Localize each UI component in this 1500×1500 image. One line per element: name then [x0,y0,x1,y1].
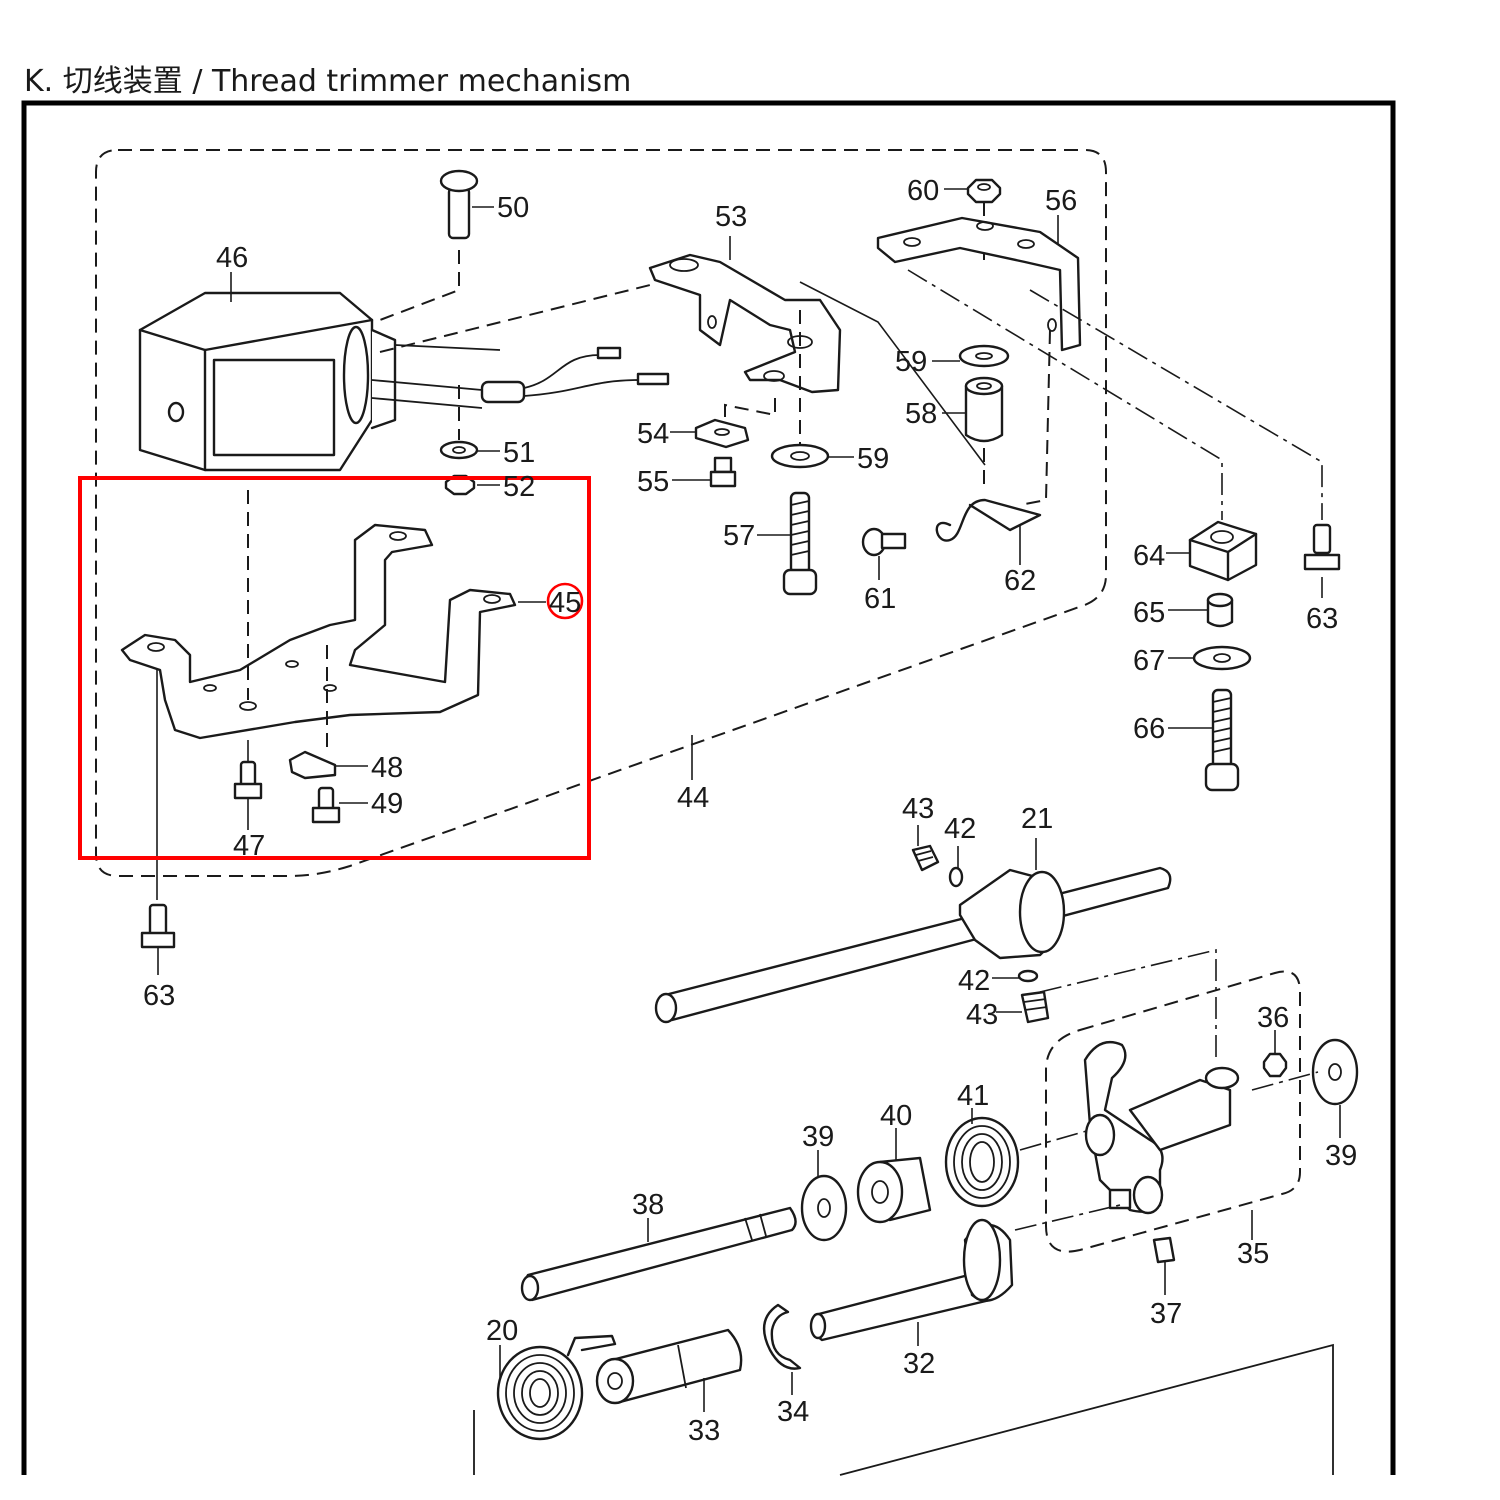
bushing-65 [1168,592,1234,628]
label-41: 41 [957,1080,989,1112]
bolt-57 [757,491,818,596]
label-46: 46 [216,242,248,274]
assembly-35-outline [1045,970,1301,1253]
label-48: 48 [371,752,403,784]
washer-59-lower [770,443,854,469]
title-chinese: 切线装置 [62,64,183,99]
label-21: 21 [1021,803,1053,835]
arm-assembly-35 [1083,1040,1253,1240]
label-42-top: 42 [944,813,976,845]
screw-61 [861,527,907,580]
washer-39-right [1251,1038,1359,1138]
washer-51-nut-52 [439,385,500,496]
ering-34 [762,1303,802,1395]
spacer-58 [942,376,1004,485]
label-40: 40 [880,1100,912,1132]
label-50: 50 [497,192,529,224]
label-52: 52 [503,471,535,503]
label-59-upper: 59 [895,346,927,378]
plate-54-screw-55 [670,418,750,488]
page-title: K. 切线装置 / Thread trimmer mechanism [24,56,631,100]
sleeve-33 [595,1328,743,1412]
highlight-circle-45 [546,582,584,620]
label-44: 44 [677,782,709,814]
label-64: 64 [1133,540,1165,572]
washer-39-left [800,1150,848,1242]
setscrew-43-top [911,825,940,872]
screw-49 [311,786,368,824]
label-45: 45 [549,587,581,619]
bracket-56 [876,215,1082,352]
label-33: 33 [688,1415,720,1447]
washer-67 [1168,645,1252,671]
label-61: 61 [864,583,896,615]
ring-42-bottom [992,969,1039,983]
label-51: 51 [503,437,535,469]
label-58: 58 [905,398,937,430]
ring-42-top [948,846,964,888]
label-59-lower: 59 [857,443,889,475]
label-47: 47 [233,830,265,862]
label-43-top: 43 [902,793,934,825]
block-64 [907,269,1258,582]
setscrew-37 [1152,1236,1176,1295]
spring-62 [935,329,1051,565]
label-67: 67 [1133,645,1165,677]
label-43-bottom: 43 [966,999,998,1031]
bushing-40 [856,1128,932,1224]
nut-36 [1262,1030,1288,1078]
label-63-right: 63 [1306,603,1338,635]
title-separator: / [192,64,203,99]
spring-20 [496,1334,617,1441]
shaft-21 [654,838,1172,1024]
setscrew-43-bottom [996,948,1217,1060]
shaft-32 [809,1204,1121,1346]
screw-47 [233,740,263,830]
spring-41 [944,1108,1091,1208]
title-english: Thread trimmer mechanism [211,64,632,99]
label-65: 65 [1133,597,1165,629]
label-42-bottom: 42 [958,965,990,997]
label-55: 55 [637,466,669,498]
label-32: 32 [903,1348,935,1380]
label-49: 49 [371,788,403,820]
washer-59-upper [932,344,1010,368]
label-63-left: 63 [143,980,175,1012]
label-36: 36 [1257,1002,1289,1034]
label-34: 34 [777,1396,809,1428]
bolt-66 [1168,688,1240,792]
assembly-44-outline [95,149,1107,877]
pin-50 [379,169,494,321]
label-56: 56 [1045,185,1077,217]
screw-63-left [140,670,176,975]
label-54: 54 [637,418,669,450]
label-60: 60 [907,175,939,207]
highlight-box-45 [78,476,591,860]
label-39-left: 39 [802,1121,834,1153]
label-53: 53 [715,201,747,233]
bracket-45 [120,490,546,750]
label-57: 57 [723,520,755,552]
label-62: 62 [1004,565,1036,597]
bracket-53 [648,236,986,466]
section-prefix: K. [24,64,54,99]
diagram-frame [21,100,1396,1475]
screw-63-right [1029,289,1341,598]
clip-48 [288,750,368,780]
label-37: 37 [1150,1298,1182,1330]
label-66: 66 [1133,713,1165,745]
shaft-38 [520,1206,797,1302]
label-39-right: 39 [1325,1140,1357,1172]
label-35: 35 [1237,1238,1269,1270]
label-20: 20 [486,1315,518,1347]
solenoid-46 [138,272,670,472]
label-38: 38 [632,1189,664,1221]
lower-frame-lines [473,1343,1334,1476]
part-labels: 50 53 60 56 46 59 58 51 52 54 59 55 57 6… [143,175,1357,1447]
